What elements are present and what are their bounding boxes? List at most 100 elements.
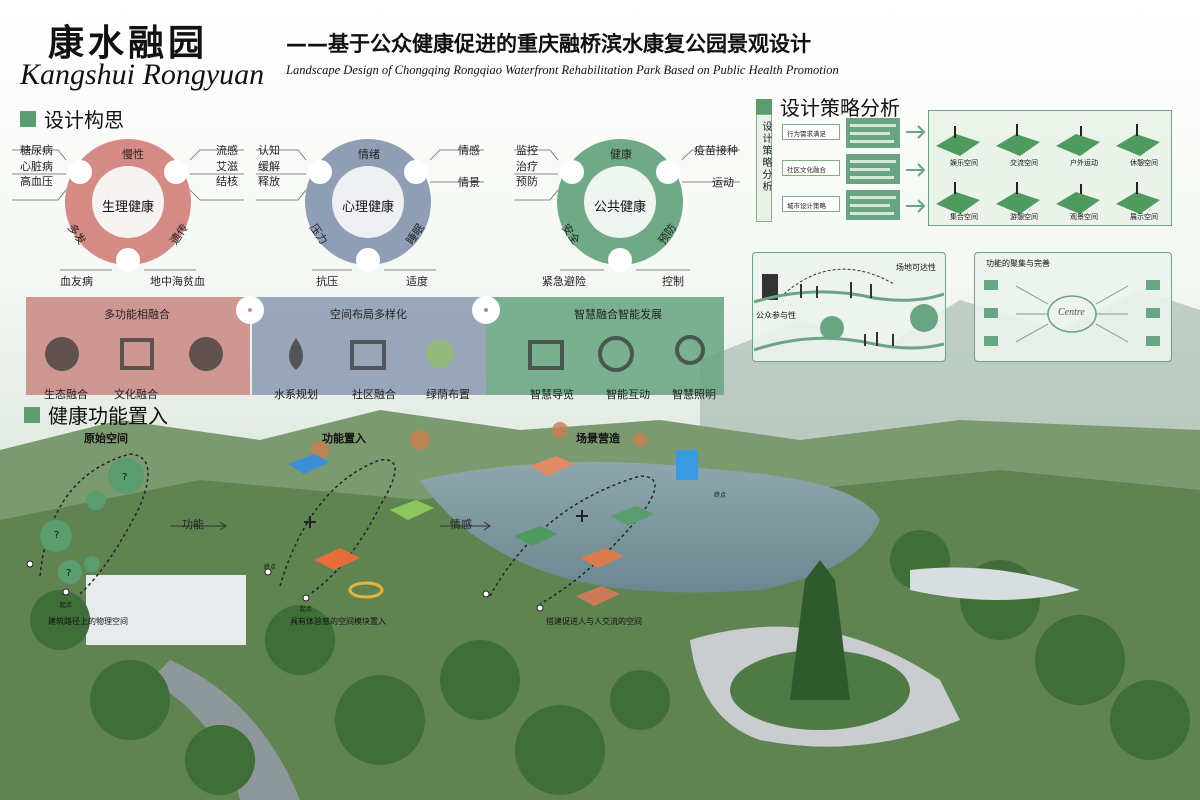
panel-label: 场地可达性 <box>896 263 936 272</box>
ring-term: 缓解 <box>258 160 280 173</box>
subtitle-en: Landscape Design of Chongqing Rongqiao W… <box>286 63 839 77</box>
space-label: 户外运动 <box>1070 159 1098 167</box>
marker-start: 起点 <box>60 602 73 609</box>
strategy-detail-boxes <box>846 118 926 220</box>
accessibility-panel <box>752 252 946 362</box>
lightbulb-icon <box>675 335 705 365</box>
section-strategy-title: 设计策略分析 <box>780 96 900 120</box>
band-icon-label: 智慧导览 <box>530 388 574 401</box>
band-icon-label: 智能互动 <box>606 388 650 401</box>
map-guide-icon <box>528 340 564 370</box>
ring-term: 适度 <box>406 275 428 288</box>
function-step-title: 功能置入 <box>322 432 366 445</box>
water-drop-icon <box>289 338 303 370</box>
band-icons <box>45 335 705 372</box>
ring-label: 情绪 <box>358 148 380 161</box>
ring-center-mental: 心理健康 <box>342 200 395 215</box>
ring-term: 艾滋 <box>216 160 238 173</box>
ring-term: 释放 <box>258 175 280 188</box>
module-blocks <box>288 450 698 606</box>
flow-arrow-label: 功能 <box>182 518 204 531</box>
ring-term: 结核 <box>216 175 238 188</box>
ring-center-physical: 生理健康 <box>102 200 155 215</box>
accessibility-illustration <box>754 268 944 352</box>
concept-ring-diagrams <box>12 139 740 272</box>
function-flow-diagram <box>26 450 698 612</box>
centre-illustration <box>984 280 1160 346</box>
band-title: 智慧融合智能发展 <box>574 308 662 321</box>
band-icon-label: 水系规划 <box>274 388 318 401</box>
strategy-item-label: 社区文化融合 <box>787 166 826 174</box>
strategy-item: 社区文化融合 <box>782 160 840 176</box>
subtitle: ——基于公众健康促进的重庆融桥滨水康复公园景观设计 <box>286 32 811 56</box>
ring-term: 运动 <box>712 176 734 189</box>
ring-label: 慢性 <box>122 148 144 161</box>
ring-center-public: 公共健康 <box>594 200 647 215</box>
space-label: 观景空间 <box>1070 213 1098 221</box>
section-concept-title: 设计构思 <box>44 108 124 132</box>
band-icon-label: 社区融合 <box>352 388 396 401</box>
function-caption: 具有体验感的空间模块置入 <box>290 617 386 626</box>
strategy-vertical-label-box: 设计策略分析 <box>756 114 772 222</box>
centre-label: Centre <box>1058 307 1085 318</box>
space-grid-illustrations <box>936 124 1160 214</box>
band-icon-label: 智慧照明 <box>672 388 716 401</box>
main-title-en: Kangshui Rongyuan <box>20 58 265 91</box>
marker-end: 终点 <box>714 492 727 499</box>
band-connector-circles <box>236 296 500 324</box>
section-concept: 设计构思 <box>20 104 124 133</box>
band-icon-label: 生态融合 <box>44 388 88 401</box>
strategy-item-label: 城市设计策略 <box>787 202 826 210</box>
eco-globe-icon <box>45 337 79 371</box>
function-step-title: 场景营造 <box>576 432 620 445</box>
ring-term: 监控 <box>516 144 538 157</box>
question-mark-icon: ? <box>54 530 60 541</box>
ring-term: 治疗 <box>516 160 538 173</box>
ring-term: 情感 <box>458 144 480 157</box>
section-square-icon <box>756 98 772 115</box>
ring-physical <box>12 139 244 272</box>
section-function-title: 健康功能置入 <box>48 404 168 428</box>
marker-start: 起点 <box>300 606 313 613</box>
strategy-vertical-label: 设计策略分析 <box>760 121 771 193</box>
question-mark-icon: ? <box>122 472 128 483</box>
ring-term: 控制 <box>662 275 684 288</box>
ring-term: 疫苗接种 <box>694 144 738 157</box>
section-square-icon <box>24 406 40 423</box>
band-title: 多功能相融合 <box>104 308 170 321</box>
space-label: 娱乐空间 <box>950 159 978 167</box>
band-icon-label: 绿荫布置 <box>426 388 470 401</box>
band-title: 空间布局多样化 <box>330 308 407 321</box>
runner-icon <box>189 337 223 371</box>
chat-interaction-icon <box>598 336 634 372</box>
function-step-title: 原始空间 <box>84 432 128 445</box>
section-strategy: 设计策略分析 <box>756 92 900 121</box>
band-icon-label: 文化融合 <box>114 388 158 401</box>
ring-term: 紧急避险 <box>542 275 586 288</box>
ring-term: 情景 <box>458 176 480 189</box>
main-title: 康水融园 <box>48 22 209 64</box>
panel2-title: 功能的聚集与完善 <box>986 259 1050 268</box>
section-square-icon <box>20 110 36 127</box>
space-label: 交流空间 <box>1010 159 1038 167</box>
ring-term: 地中海贫血 <box>150 275 205 288</box>
ring-term: 高血压 <box>20 175 53 188</box>
space-label: 集合空间 <box>950 213 978 221</box>
strategy-item-label: 行为需求满足 <box>787 130 826 138</box>
flow-arrow-label: 情感 <box>450 518 472 531</box>
band-smart-development <box>486 297 724 395</box>
community-building-icon <box>350 340 386 370</box>
ring-term: 流感 <box>216 144 238 157</box>
strategy-item: 行为需求满足 <box>782 124 840 140</box>
green-tree-icon <box>426 340 454 368</box>
function-caption: 建筑路径上的物理空间 <box>48 617 128 626</box>
marker-end: 终点 <box>264 564 277 571</box>
ring-mental <box>256 139 484 272</box>
ring-term: 抗压 <box>316 275 338 288</box>
ring-public <box>514 139 740 272</box>
panel-label: 公众参与性 <box>756 311 796 320</box>
ring-term: 认知 <box>258 144 280 157</box>
ring-term: 心脏病 <box>20 160 53 173</box>
culture-frame-icon <box>120 338 154 370</box>
section-function: 健康功能置入 <box>24 400 168 429</box>
